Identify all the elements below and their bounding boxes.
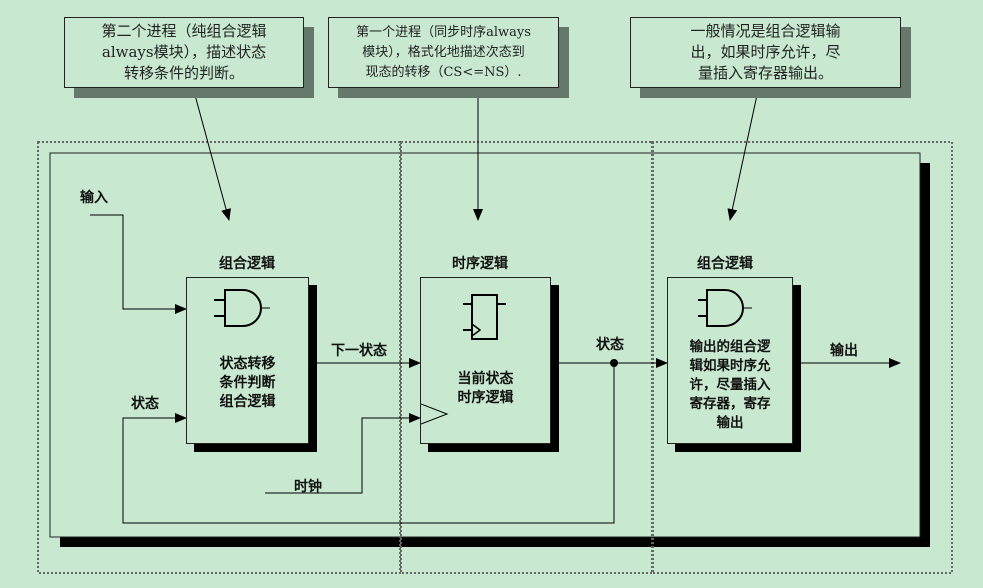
signal-label-input: 输入 (80, 190, 108, 206)
block-text-line: 状态转移 (219, 356, 276, 372)
block-text-line: 当前状态 (457, 371, 514, 387)
block-title-sequential: 时序逻辑 (452, 256, 508, 272)
callout-line: 现态的转移（CS<=NS）. (365, 64, 522, 80)
state-feedback-wire (122, 363, 615, 524)
block-text-line: 输出 (716, 415, 744, 431)
callout-line: always模块），描述状态 (101, 43, 267, 61)
block-text-line: 许，尽量插入 (689, 377, 771, 393)
signal-label-next-state: 下一状态 (331, 343, 387, 359)
clock-wire (265, 413, 421, 494)
pointer-3 (727, 94, 758, 221)
block-text-line: 输出的组合逻 (689, 339, 771, 355)
block-text-line: 时序逻辑 (457, 390, 514, 406)
block-title-comb-next: 组合逻辑 (219, 256, 275, 272)
callout-line: 一般情况是组合逻辑输 (690, 22, 841, 40)
signal-label-state-feedback: 状态 (131, 396, 159, 412)
block-text-line: 辑如果时序允 (689, 358, 771, 374)
callout-line: 量插入寄存器输出。 (697, 64, 833, 82)
callout-line: 转移条件的判断。 (123, 64, 244, 82)
block-text-line: 组合逻辑 (219, 394, 276, 410)
region-output (651, 141, 953, 574)
signal-label-clock: 时钟 (294, 479, 322, 495)
block-text-line: 寄存器，寄存 (689, 396, 771, 412)
callout-line: 第一个进程（同步时序always (356, 24, 531, 40)
junction-dot (610, 359, 618, 367)
block-title-comb-out: 组合逻辑 (697, 256, 753, 272)
and-gate-icon (698, 289, 752, 327)
signal-label-state: 状态 (596, 337, 624, 353)
region-process-1 (400, 141, 654, 574)
block-sequential: 当前状态 时序逻辑 (420, 277, 551, 444)
callout-line: 第二个进程（纯组合逻辑 (101, 22, 267, 40)
callout-output: 一般情况是组合逻辑输 出，如果时序允许，尽 量插入寄存器输出。 (630, 17, 901, 88)
callout-line: 模块），格式化地描述次态到 (362, 44, 525, 60)
block-text-line: 条件判断 (219, 375, 276, 391)
and-gate-icon (214, 289, 270, 327)
signal-label-output: 输出 (830, 343, 858, 359)
block-comb-out: 输出的组合逻 辑如果时序允 许，尽量插入 寄存器，寄存 输出 (667, 277, 793, 444)
flip-flop-icon (421, 294, 506, 425)
callout-process-1: 第一个进程（同步时序always 模块），格式化地描述次态到 现态的转移（CS<… (328, 17, 559, 88)
clock-input-icon (421, 403, 449, 425)
pointer-1 (194, 94, 231, 221)
block-comb-next: 状态转移 条件判断 组合逻辑 (186, 277, 309, 444)
region-process-2 (37, 141, 401, 574)
callout-line: 出，如果时序允许，尽 (690, 43, 841, 61)
callout-process-2: 第二个进程（纯组合逻辑 always模块），描述状态 转移条件的判断。 (64, 17, 304, 88)
input-wire (90, 214, 187, 314)
